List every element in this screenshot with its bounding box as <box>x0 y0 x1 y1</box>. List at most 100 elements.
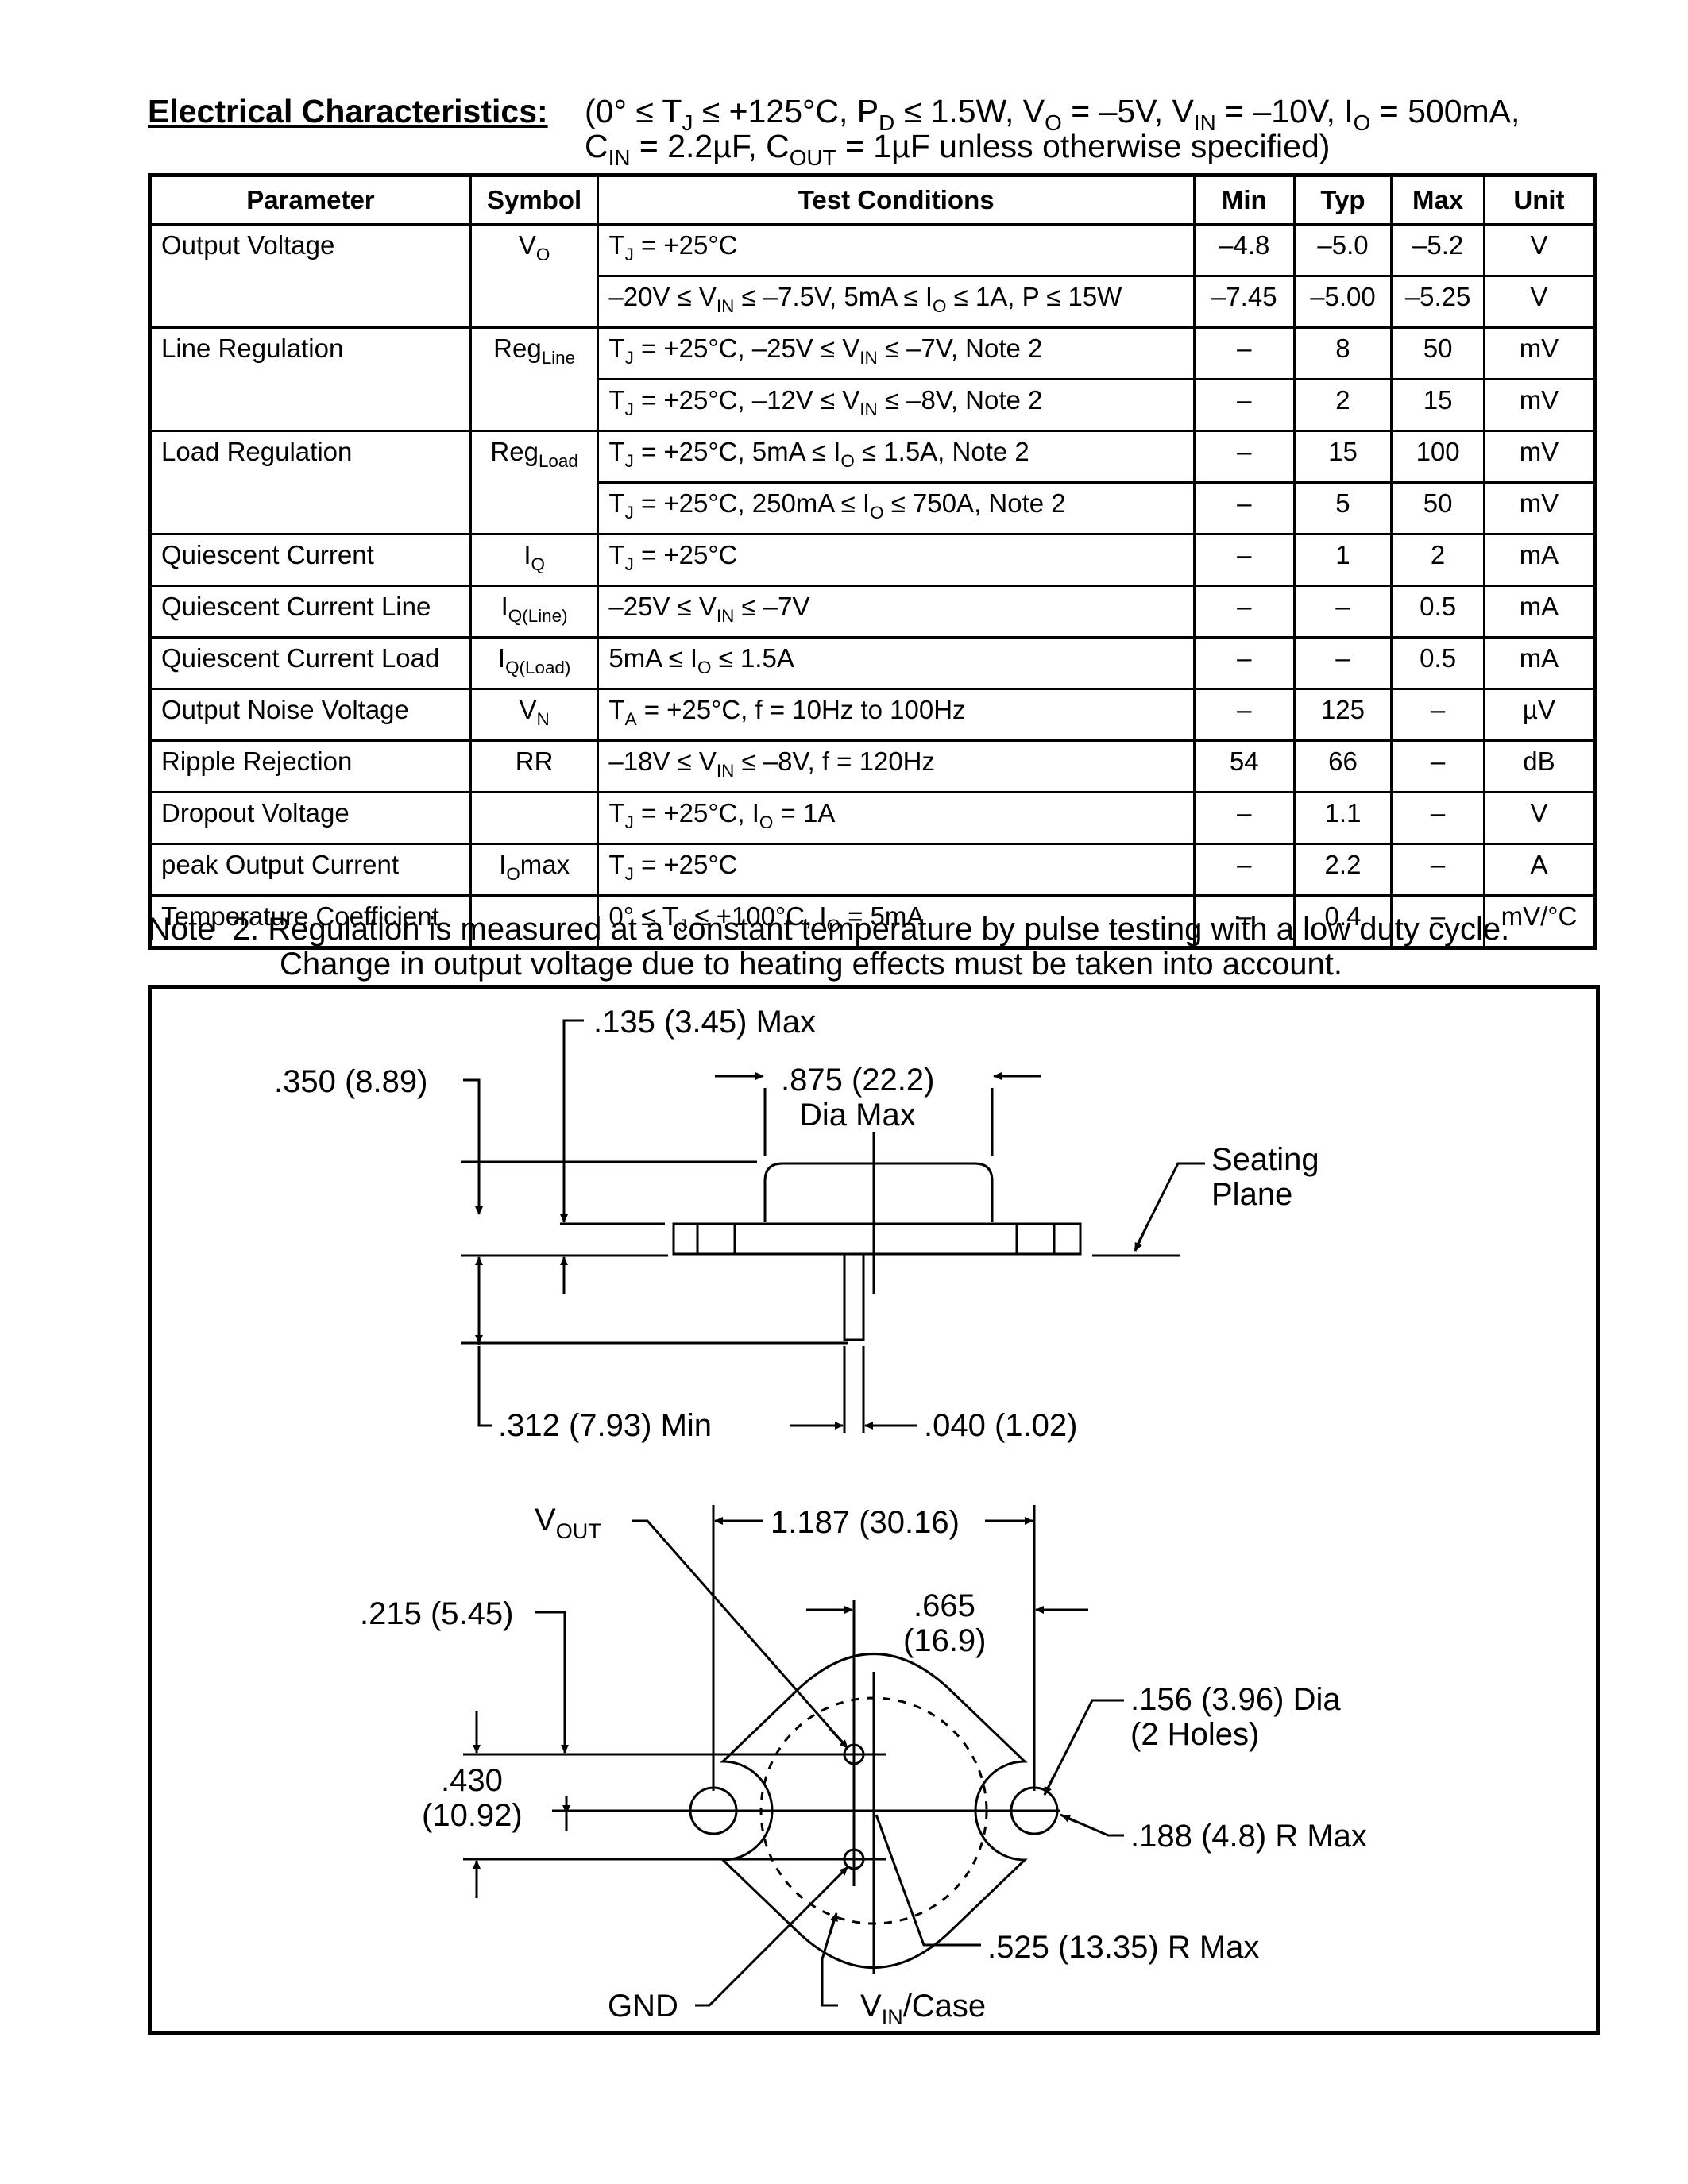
cond-cell: –25V ≤ VIN ≤ –7V <box>597 585 1196 639</box>
min-cell: 54 <box>1192 739 1296 793</box>
max-cell: – <box>1390 843 1485 897</box>
max-cell: – <box>1390 894 1485 949</box>
typ-cell: –5.00 <box>1292 275 1393 329</box>
cond-cell: 5mA ≤ IO ≤ 1.5A <box>597 636 1196 690</box>
cond-cell: TJ = +25°C <box>597 843 1196 897</box>
symbol-cell <box>469 791 600 845</box>
unit-cell: V <box>1482 275 1597 329</box>
dim-040-label: .040 (1.02) <box>924 1408 1077 1443</box>
conditions-line-1: (0° ≤ TJ ≤ +125°C, PD ≤ 1.5W, VO = –5V, … <box>585 93 1520 135</box>
typ-cell: 2 <box>1292 378 1393 432</box>
max-cell: 0.5 <box>1390 636 1485 690</box>
typ-cell: 1.1 <box>1292 791 1393 845</box>
dim-665-mm-label: (16.9) <box>903 1623 987 1658</box>
max-cell: –5.25 <box>1390 275 1485 329</box>
typ-cell: 125 <box>1292 688 1393 742</box>
max-cell: 50 <box>1390 481 1485 535</box>
symbol-cell: IOmax <box>469 843 600 897</box>
note-line-2: Change in output voltage due to heating … <box>280 947 1342 982</box>
max-cell: – <box>1390 739 1485 793</box>
typ-cell: 5 <box>1292 481 1393 535</box>
dim-350-label: .350 (8.89) <box>274 1064 427 1099</box>
package-drawing: .135 (3.45) Max .350 (8.89) .875 (22.2) … <box>274 1005 1367 2029</box>
param-cell: Temperature Coefficient <box>149 894 472 949</box>
min-cell: – <box>1192 430 1296 484</box>
cond-cell: –20V ≤ VIN ≤ –7.5V, 5mA ≤ IO ≤ 1A, P ≤ 1… <box>597 275 1196 329</box>
cond-cell: 0° ≤ TJ ≤ +100°C, IO = 5mA <box>597 894 1196 949</box>
electrical-characteristics-table: Parameter Symbol Test Conditions Min Typ… <box>148 173 1597 950</box>
package-dome <box>763 1162 994 1222</box>
cond-cell: TJ = +25°C <box>597 533 1196 587</box>
header-unit: Unit <box>1482 174 1597 226</box>
seating-plane-label-1: Seating <box>1211 1142 1319 1177</box>
cond-cell: –18V ≤ VIN ≤ –8V, f = 120Hz <box>597 739 1196 793</box>
package-pin <box>843 1252 865 1341</box>
note-line-1: Note 2. Regulation is measured at a cons… <box>148 912 1510 947</box>
unit-cell: mA <box>1482 585 1597 639</box>
max-cell: 15 <box>1390 378 1485 432</box>
min-cell: – <box>1192 533 1296 587</box>
dim-215-label: .215 (5.45) <box>360 1596 513 1631</box>
unit-cell: mV <box>1482 481 1597 535</box>
dim-188-label: .188 (4.8) R Max <box>1130 1819 1367 1854</box>
unit-cell: A <box>1482 843 1597 897</box>
symbol-cell <box>469 894 600 949</box>
param-cell: Dropout Voltage <box>149 791 472 845</box>
typ-cell: 15 <box>1292 430 1393 484</box>
section-label: Electrical Characteristics: <box>148 93 548 129</box>
max-cell: – <box>1390 791 1485 845</box>
min-cell: – <box>1192 791 1296 845</box>
package-flange <box>672 1222 1082 1256</box>
unit-cell: V <box>1482 223 1597 277</box>
dim-1187-label: 1.187 (30.16) <box>771 1505 960 1540</box>
table-header-row: Parameter Symbol Test Conditions Min Typ… <box>149 174 1597 226</box>
symbol-cell: RegLoad <box>469 430 600 535</box>
header-symbol: Symbol <box>469 174 600 226</box>
max-cell: – <box>1390 688 1485 742</box>
param-cell: Load Regulation <box>149 430 472 535</box>
symbol-cell: RR <box>469 739 600 793</box>
table-row: peak Output Current IOmax TJ = +25°C – 2… <box>149 843 1597 897</box>
min-cell: –4.8 <box>1192 223 1296 277</box>
table-row: Temperature Coefficient 0° ≤ TJ ≤ +100°C… <box>149 894 1597 949</box>
vout-label: VOUT <box>535 1503 601 1543</box>
typ-cell: – <box>1292 585 1393 639</box>
max-cell: 50 <box>1390 326 1485 380</box>
note-2: Note 2. Regulation is measured at a cons… <box>148 912 1609 982</box>
typ-cell: 0.4 <box>1292 894 1393 949</box>
table-row: Output Voltage VO TJ = +25°C –4.8 –5.0 –… <box>149 223 1597 329</box>
dim-875-dia-label: Dia Max <box>799 1098 916 1133</box>
symbol-cell: VN <box>469 688 600 742</box>
dim-312-label: .312 (7.93) Min <box>498 1408 712 1443</box>
dim-525-label: .525 (13.35) R Max <box>987 1930 1259 1965</box>
header-min: Min <box>1192 174 1296 226</box>
cond-cell: TA = +25°C, f = 10Hz to 100Hz <box>597 688 1196 742</box>
unit-cell: mV <box>1482 430 1597 484</box>
table-row: Dropout Voltage TJ = +25°C, IO = 1A – 1.… <box>149 791 1597 845</box>
cond-cell: TJ = +25°C, –12V ≤ VIN ≤ –8V, Note 2 <box>597 378 1196 432</box>
unit-cell: mV <box>1482 378 1597 432</box>
typ-cell: 2.2 <box>1292 843 1393 897</box>
table-row: Quiescent Current Line IQ(Line) –25V ≤ V… <box>149 585 1597 639</box>
dim-875-label: .875 (22.2) <box>781 1063 934 1098</box>
param-cell: Output Noise Voltage <box>149 688 472 742</box>
param-cell: Line Regulation <box>149 326 472 432</box>
header-parameter: Parameter <box>149 174 472 226</box>
min-cell: – <box>1192 585 1296 639</box>
max-cell: 100 <box>1390 430 1485 484</box>
header-test-conditions: Test Conditions <box>597 174 1196 226</box>
package-outline-bottom <box>720 1653 1028 1969</box>
cond-cell: TJ = +25°C, 5mA ≤ IO ≤ 1.5A, Note 2 <box>597 430 1196 484</box>
min-cell: – <box>1192 378 1296 432</box>
min-cell: – <box>1192 481 1296 535</box>
unit-cell: dB <box>1482 739 1597 793</box>
min-cell: – <box>1192 688 1296 742</box>
unit-cell: mV/°C <box>1482 894 1597 949</box>
param-cell: Ripple Rejection <box>149 739 472 793</box>
dim-156-holes-label: (2 Holes) <box>1130 1717 1259 1752</box>
table-row: Quiescent Current IQ TJ = +25°C – 1 2 mA <box>149 533 1597 587</box>
dim-430-label: .430 <box>441 1763 503 1798</box>
param-cell: Output Voltage <box>149 223 472 329</box>
cond-cell: TJ = +25°C <box>597 223 1196 277</box>
table-row: –20V ≤ VIN ≤ –7.5V, 5mA ≤ IO ≤ 1A, P ≤ 1… <box>150 275 1597 329</box>
